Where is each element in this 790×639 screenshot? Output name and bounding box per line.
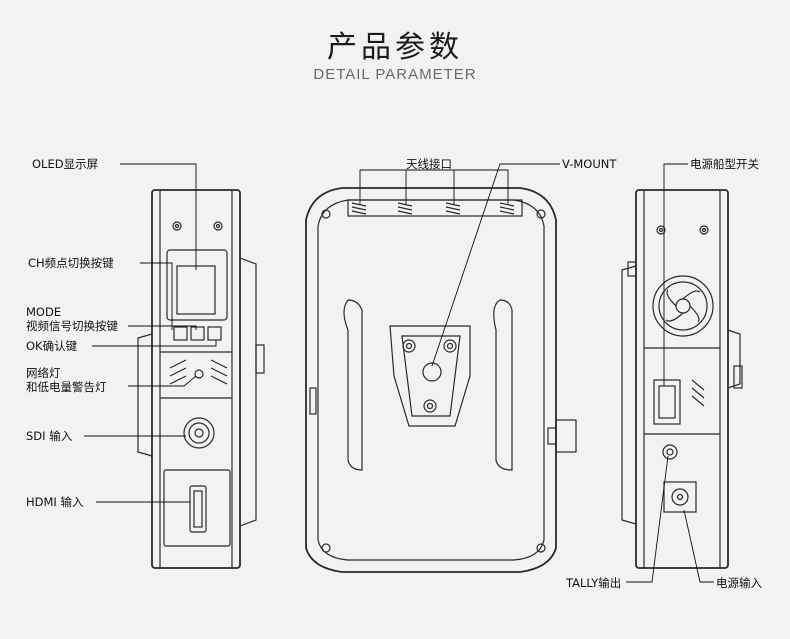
label-power-switch: 电源船型开关 — [690, 157, 759, 171]
label-mode-line2: 视频信号切换按键 — [26, 319, 118, 333]
label-mode-line1: MODE — [26, 305, 62, 319]
label-sdi: SDI 输入 — [26, 429, 73, 443]
leader-lines — [84, 163, 714, 583]
page-title: 产品参数 — [327, 30, 463, 65]
center-device — [305, 187, 577, 573]
label-hdmi: HDMI 输入 — [26, 495, 84, 509]
label-ok-button: OK确认键 — [26, 339, 78, 353]
right-device — [621, 189, 743, 569]
left-device — [137, 189, 265, 569]
label-ch-button: CH频点切换按键 — [28, 256, 114, 270]
label-oled: OLED显示屏 — [32, 157, 99, 171]
label-network-line2: 和低电量警告灯 — [26, 380, 107, 394]
page-subtitle: DETAIL PARAMETER — [313, 66, 477, 83]
label-tally: TALLY输出 — [566, 576, 622, 590]
label-antenna: 天线接口 — [406, 157, 452, 171]
label-vmount: V-MOUNT — [562, 157, 617, 171]
label-network-line1: 网络灯 — [26, 366, 61, 380]
label-power-input: 电源输入 — [716, 576, 762, 590]
